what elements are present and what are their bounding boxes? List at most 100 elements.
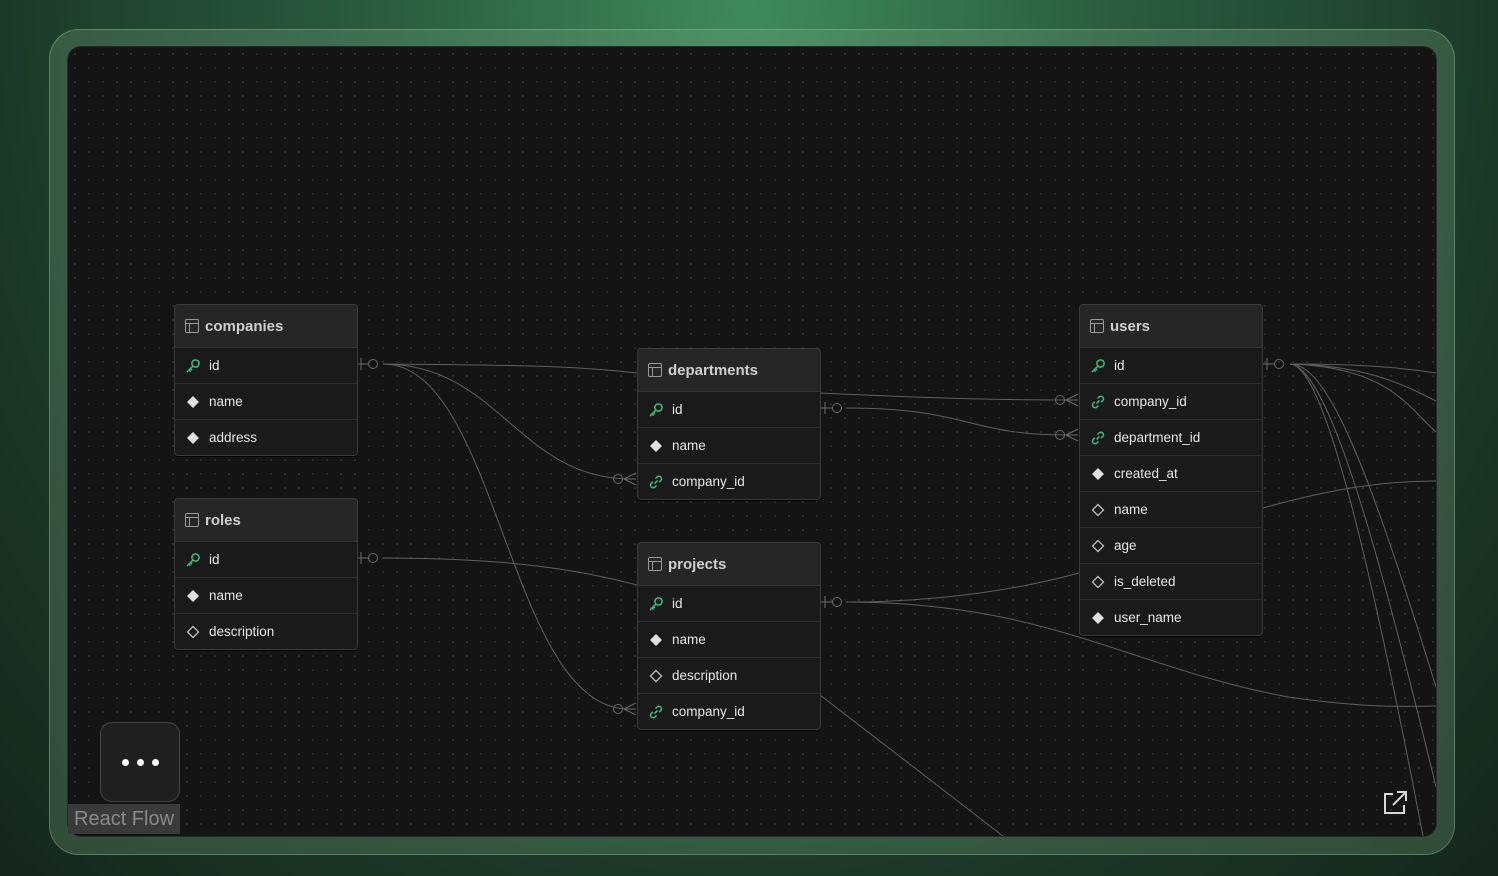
- field-row-is-deleted[interactable]: is_deleted: [1080, 563, 1262, 599]
- react-flow-attribution[interactable]: React Flow: [68, 804, 181, 834]
- field-row-created-at[interactable]: created_at: [1080, 455, 1262, 491]
- key-icon: [648, 402, 664, 418]
- filled-diamond-icon: [1090, 466, 1106, 482]
- field-name: name: [672, 632, 706, 647]
- edge-companies-departments-header: [382, 363, 638, 374]
- ellipsis-icon: [136, 758, 144, 766]
- field-name: description: [672, 668, 738, 683]
- table-companies[interactable]: companies id name address: [174, 304, 358, 456]
- link-icon: [1090, 430, 1106, 446]
- field-row-company-id[interactable]: company_id: [638, 693, 820, 729]
- outline-diamond-icon: [185, 624, 201, 640]
- edge-projects-bottom: [819, 694, 1004, 836]
- edge-departments-users-department-id: [845, 407, 1067, 436]
- field-list: id name description company_id: [638, 586, 820, 729]
- field-list: id name address: [175, 348, 357, 455]
- edge-users-down-2: [1289, 363, 1436, 788]
- edge-users-right-3: [1289, 363, 1436, 433]
- cardinality-many-departments-company-id: [613, 472, 637, 486]
- field-row-name[interactable]: name: [638, 621, 820, 657]
- table-title: roles: [205, 511, 241, 529]
- more-options-button[interactable]: [100, 722, 180, 802]
- link-icon: [1090, 394, 1106, 410]
- table-icon: [648, 557, 662, 571]
- field-row-name[interactable]: name: [175, 383, 357, 419]
- field-name: company_id: [672, 474, 745, 489]
- edge-companies-departments-company-id: [382, 363, 629, 480]
- external-link-icon[interactable]: [1380, 788, 1410, 818]
- edge-roles-projects: [382, 557, 638, 586]
- table-users[interactable]: users id company_id department_id created_a…: [1079, 304, 1263, 636]
- field-row-age[interactable]: age: [1080, 527, 1262, 563]
- table-header[interactable]: departments: [638, 349, 820, 392]
- field-row-company-id[interactable]: company_id: [1080, 383, 1262, 419]
- field-row-address[interactable]: address: [175, 419, 357, 455]
- field-name: address: [209, 430, 258, 445]
- edge-users-right-1: [1289, 363, 1436, 374]
- table-icon: [648, 363, 662, 377]
- field-row-company-id[interactable]: company_id: [638, 463, 820, 499]
- outline-diamond-icon: [1090, 574, 1106, 590]
- field-name: company_id: [672, 704, 745, 719]
- field-name: department_id: [1114, 430, 1201, 445]
- field-name: created_at: [1114, 466, 1178, 481]
- field-name: name: [209, 394, 243, 409]
- link-icon: [648, 704, 664, 720]
- table-header[interactable]: roles: [175, 499, 357, 542]
- field-list: id name company_id: [638, 392, 820, 499]
- filled-diamond-icon: [648, 632, 664, 648]
- key-icon: [185, 358, 201, 374]
- field-row-id[interactable]: id: [1080, 348, 1262, 383]
- field-row-name[interactable]: name: [638, 427, 820, 463]
- table-header[interactable]: users: [1080, 305, 1262, 348]
- field-name: name: [209, 588, 243, 603]
- filled-diamond-icon: [1090, 610, 1106, 626]
- table-header[interactable]: companies: [175, 305, 357, 348]
- ellipsis-icon: [151, 758, 159, 766]
- filled-diamond-icon: [185, 430, 201, 446]
- outline-diamond-icon: [1090, 502, 1106, 518]
- cardinality-many-users-department-id: [1055, 428, 1079, 442]
- edge-companies-projects-company-id: [382, 363, 629, 710]
- table-icon: [185, 319, 199, 333]
- field-row-department-id[interactable]: department_id: [1080, 419, 1262, 455]
- field-name: description: [209, 624, 275, 639]
- cardinality-one-projects: [820, 596, 842, 608]
- filled-diamond-icon: [185, 588, 201, 604]
- edge-users-right-2: [1289, 363, 1436, 402]
- edge-users-right-4: [1289, 363, 1436, 688]
- diagram-canvas[interactable]: companies id name address roles id name desc…: [67, 46, 1437, 837]
- outline-diamond-icon: [1090, 538, 1106, 554]
- key-icon: [648, 596, 664, 612]
- relationship-edges: [356, 358, 1436, 836]
- cardinality-one-departments: [820, 402, 842, 414]
- field-row-description[interactable]: description: [175, 613, 357, 649]
- field-row-id[interactable]: id: [175, 348, 357, 383]
- edge-projects-users: [845, 572, 1080, 603]
- table-roles[interactable]: roles id name description: [174, 498, 358, 650]
- key-icon: [1090, 358, 1106, 374]
- field-name: name: [672, 438, 706, 453]
- field-row-description[interactable]: description: [638, 657, 820, 693]
- table-title: departments: [668, 361, 759, 379]
- cardinality-one-companies: [356, 358, 378, 370]
- field-name: user_name: [1114, 610, 1182, 625]
- field-row-user-name[interactable]: user_name: [1080, 599, 1262, 635]
- field-row-name[interactable]: name: [175, 577, 357, 613]
- edge-projects-offscreen: [845, 601, 1436, 707]
- field-row-name[interactable]: name: [1080, 491, 1262, 527]
- field-row-id[interactable]: id: [638, 586, 820, 621]
- cardinality-many-users-company-id: [1055, 393, 1079, 407]
- table-header[interactable]: projects: [638, 543, 820, 586]
- table-departments[interactable]: departments id name company_id: [637, 348, 821, 500]
- field-name: id: [1114, 358, 1125, 373]
- table-icon: [185, 513, 199, 527]
- field-row-id[interactable]: id: [175, 542, 357, 577]
- field-name: name: [1114, 502, 1148, 517]
- table-title: users: [1110, 317, 1151, 335]
- table-projects[interactable]: projects id name description company_id: [637, 542, 821, 730]
- outline-diamond-icon: [648, 668, 664, 684]
- field-list: id name description: [175, 542, 357, 649]
- field-row-id[interactable]: id: [638, 392, 820, 427]
